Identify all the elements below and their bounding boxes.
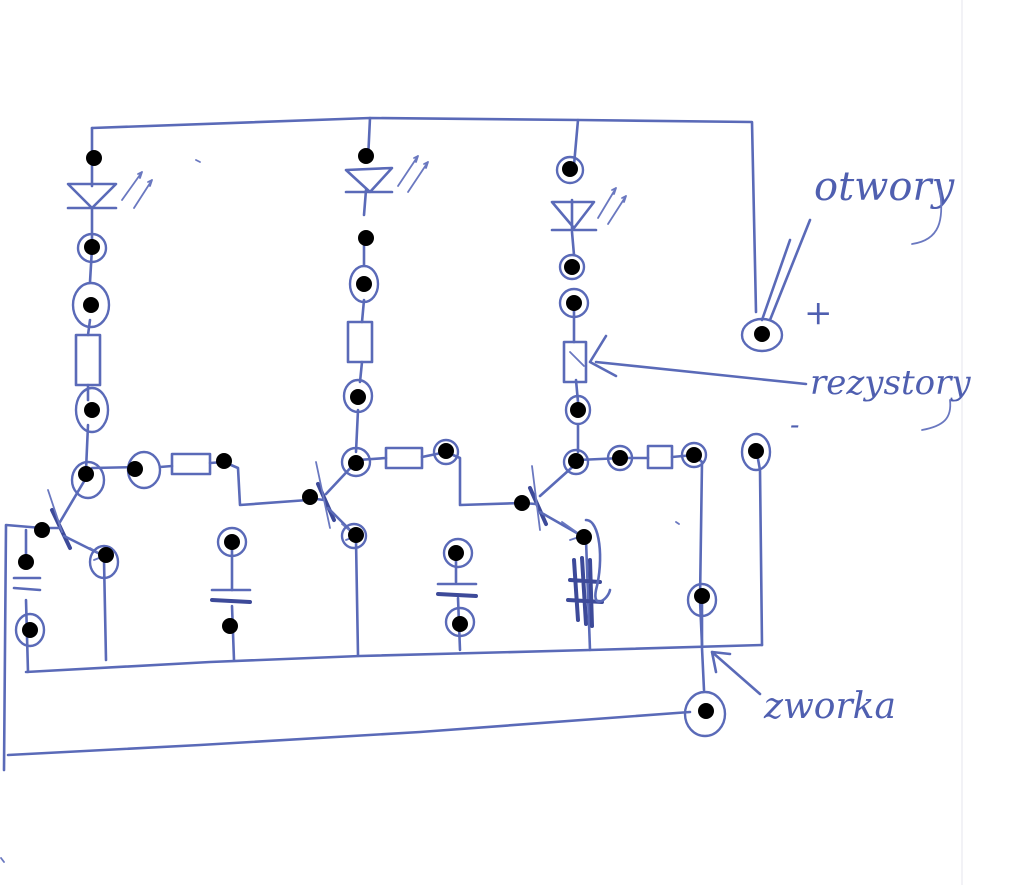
resistor-vertical-left xyxy=(74,333,102,387)
plus-sign: + xyxy=(804,293,833,333)
capacitor-middle xyxy=(210,588,252,604)
resistor-horizontal-middle xyxy=(384,446,424,470)
resistor-horizontal-left xyxy=(170,452,212,476)
capacitor-right xyxy=(436,582,478,598)
drill-holes xyxy=(18,148,770,719)
annotation-resistors: rezystory xyxy=(588,334,971,431)
scribbled-component xyxy=(566,518,612,628)
stray-mark xyxy=(0,159,680,863)
led-right xyxy=(550,187,627,232)
annotation-jumper: zworka xyxy=(710,650,896,727)
capacitor-left xyxy=(12,576,42,592)
resistor-vertical-middle xyxy=(346,320,374,364)
annotation-holes: otwory xyxy=(760,164,956,322)
wiring xyxy=(2,116,764,772)
resistor-horizontal-right xyxy=(646,444,674,470)
resistor-vertical-right xyxy=(562,340,588,384)
resistors-label: rezystory xyxy=(810,363,971,403)
jumper-label: zworka xyxy=(763,686,896,727)
transistor-left xyxy=(38,476,106,561)
pad-rings xyxy=(14,155,784,738)
holes-label: otwory xyxy=(814,164,956,210)
led-left xyxy=(66,171,153,210)
led-middle xyxy=(344,155,429,194)
minus-sign: - xyxy=(790,408,799,441)
